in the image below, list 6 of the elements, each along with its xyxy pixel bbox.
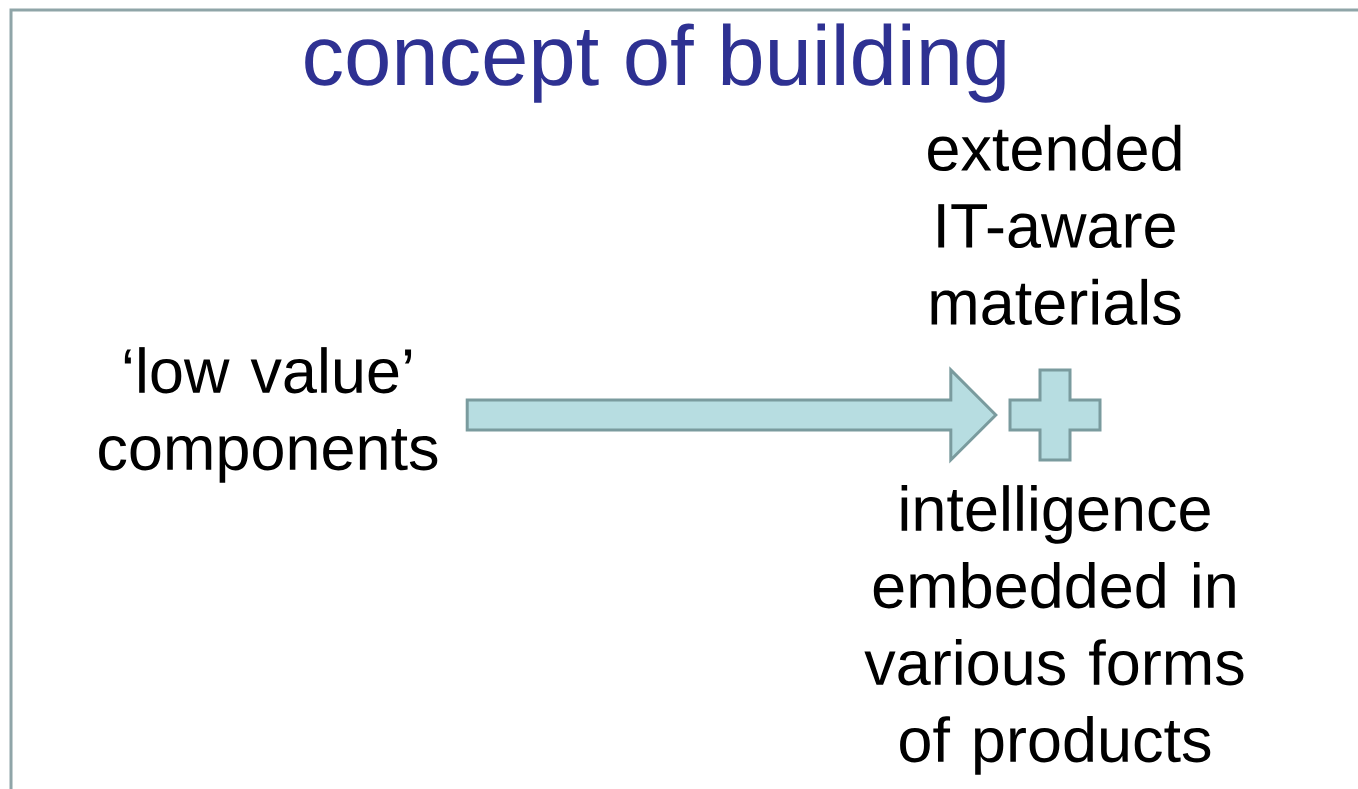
title: concept of building <box>305 23 1005 103</box>
text-label: ‘low value’ components <box>99 347 438 483</box>
plus-sign <box>1008 368 1102 462</box>
text-label: extended IT-aware materials <box>928 124 1181 326</box>
block-arrow <box>465 366 998 464</box>
text-label: intelligence embedded in various forms of products <box>864 485 1244 775</box>
